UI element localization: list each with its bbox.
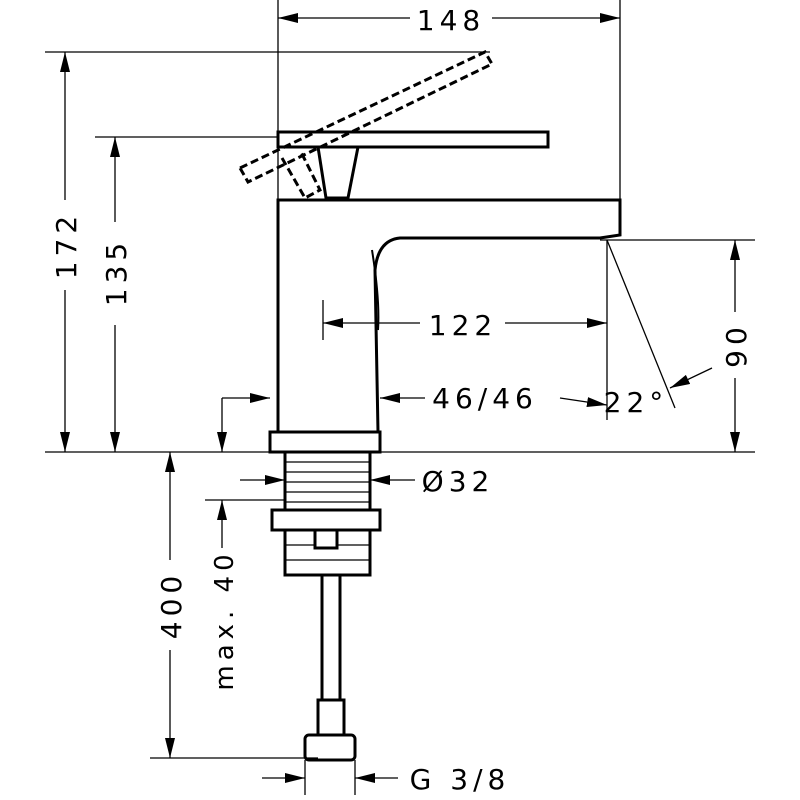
- dim-max40-label: max. 40: [210, 549, 240, 690]
- dim-46-46-label: 46/46: [432, 382, 538, 415]
- dim-122-label: 122: [429, 309, 497, 342]
- dim-22-label: 22°: [604, 386, 669, 419]
- faucet-body: [268, 198, 622, 454]
- dim-g38-label: G 3/8: [410, 763, 511, 796]
- dim-400-label: 400: [155, 571, 188, 639]
- dim-d32-label: Ø32: [422, 465, 495, 498]
- dim-172-label: 172: [50, 211, 83, 279]
- dim-135-label: 135: [100, 238, 133, 306]
- dim-90-label: 90: [720, 322, 753, 368]
- threaded-shank: [270, 450, 382, 577]
- supply-hose: [303, 573, 357, 762]
- faucet-handle: [237, 50, 550, 201]
- dim-148-label: 148: [417, 4, 485, 37]
